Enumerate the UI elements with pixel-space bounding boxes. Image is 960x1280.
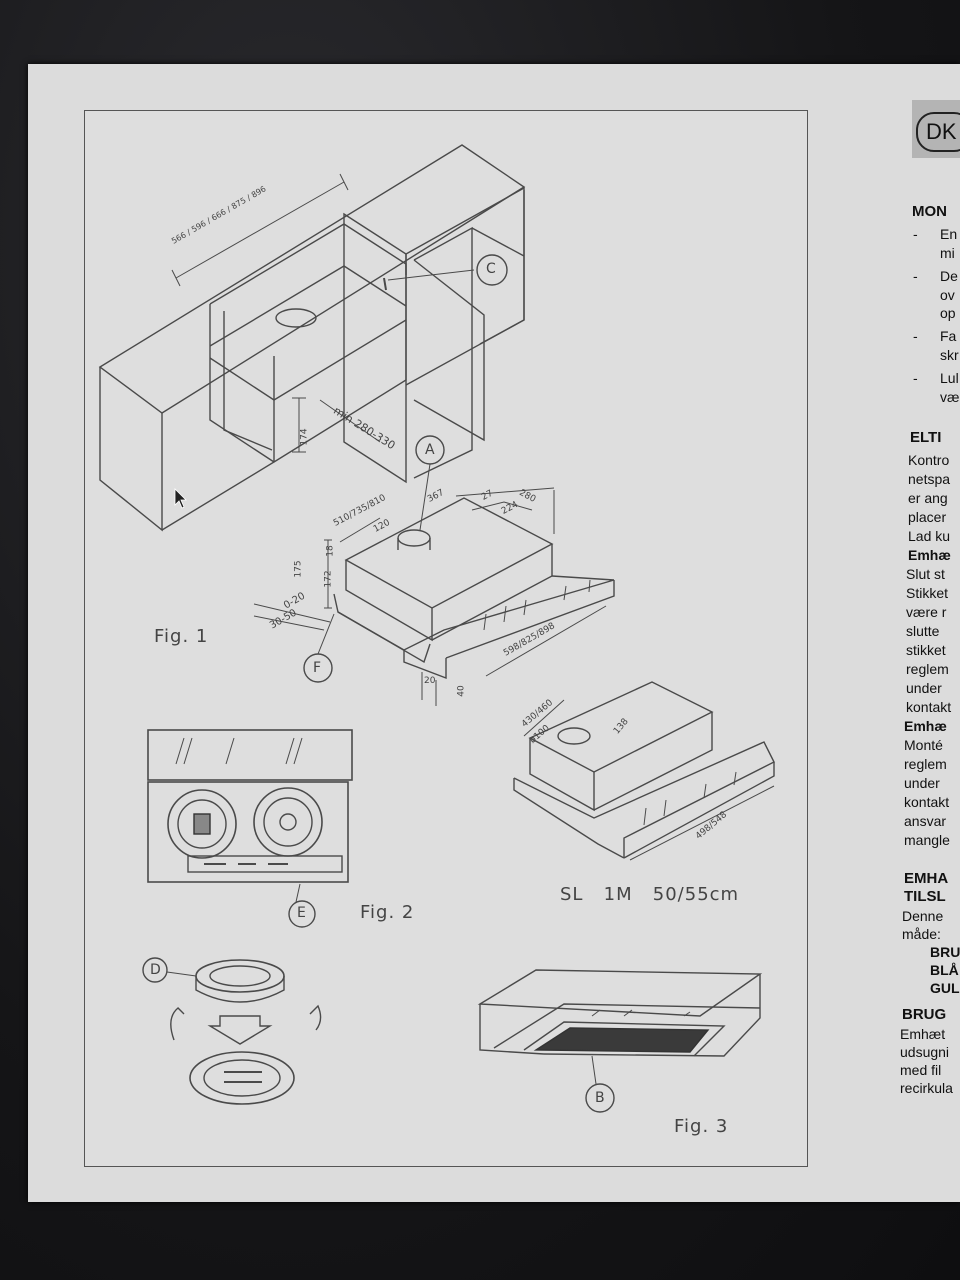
figure-panel [84, 110, 808, 1167]
elti-line-8: være r [906, 604, 947, 620]
fig1-label: Fig. 1 [154, 626, 209, 647]
fig1-cabinets-drawing [98, 144, 526, 532]
callout-b: B [595, 1090, 605, 1106]
bullet-3-line-2: skr [940, 347, 959, 363]
elti-line-5: Lad ku [908, 528, 951, 544]
tilsl-line-1: Denne [902, 908, 944, 924]
dim-20: 20 [424, 676, 436, 686]
bullet-dash-2: - [913, 268, 918, 284]
elti-line-17: kontakt [904, 794, 950, 810]
elti-line-9: slutte [906, 623, 940, 639]
bullet-dash-3: - [913, 328, 918, 344]
dim-18: 18 [325, 545, 336, 557]
bullet-dash-1: - [913, 226, 918, 242]
fig3-hood-drawing [477, 969, 763, 1113]
dim-40: 40 [456, 685, 467, 697]
mouse-cursor-icon [174, 488, 187, 509]
bullet-1-line-2: mi [940, 245, 955, 261]
brug-line-4: recirkula [900, 1080, 953, 1096]
fig2-hood-front-drawing [147, 729, 353, 928]
section-emha-heading: EMHA [904, 870, 949, 887]
elti-line-1: Kontro [908, 452, 950, 468]
callout-f: F [313, 660, 322, 676]
elti-line-4: placer [908, 509, 947, 525]
bullet-4-line-2: væ [940, 389, 960, 405]
model-label: SL 1M 50/55cm [560, 884, 740, 905]
elti-line-7: Stikket [906, 585, 949, 601]
filter-d-drawing [142, 957, 322, 1105]
dk-language-tag: DK [916, 112, 960, 152]
bullet-3-line-1: Fa [940, 328, 957, 344]
emhae-bold-1: Emhæ [908, 547, 951, 563]
brug-line-3: med fil [900, 1062, 942, 1078]
dim-174: 174 [299, 428, 310, 446]
installation-drawings [98, 144, 775, 1113]
elti-line-19: mangle [904, 832, 950, 848]
callout-d: D [150, 962, 161, 978]
elti-line-13: kontakt [906, 699, 952, 715]
elti-line-15: reglem [904, 756, 947, 772]
elti-line-14: Monté [904, 737, 943, 753]
brug-line-2: udsugni [900, 1044, 950, 1060]
elti-line-10: stikket [906, 642, 946, 658]
elti-line-11: reglem [906, 661, 949, 677]
emhae-bold-2: Emhæ [904, 718, 947, 734]
elti-line-12: under [906, 680, 942, 696]
fig1-hood-drawing [253, 487, 615, 706]
callout-a: A [425, 442, 435, 458]
callout-e: E [297, 905, 306, 921]
bullet-2-line-2: ov [940, 287, 955, 303]
bullet-1-line-1: En [940, 226, 958, 242]
callout-c: C [486, 261, 496, 277]
fig3-label: Fig. 3 [674, 1116, 729, 1137]
brug-line-1: Emhæt [900, 1026, 946, 1042]
bullet-4-line-1: Lul [940, 370, 959, 386]
section-mon-heading: MON [912, 203, 947, 220]
section-elti-heading: ELTI [910, 429, 942, 446]
elti-line-3: er ang [908, 490, 948, 506]
dim-175: 175 [293, 560, 304, 578]
bullet-2-line-1: De [940, 268, 958, 284]
tilsl-line-2: måde: [902, 926, 941, 942]
bullet-dash-4: - [913, 370, 918, 386]
fig2-label: Fig. 2 [360, 902, 415, 923]
wire-gul: GUL [930, 980, 960, 996]
wire-bru: BRU [930, 944, 960, 960]
dim-172: 172 [323, 570, 334, 588]
sl1m-hood-drawing [513, 681, 775, 861]
section-brug-heading: BRUG [902, 1006, 947, 1023]
bullet-2-line-3: op [940, 305, 956, 321]
elti-line-2: netspa [908, 471, 951, 487]
elti-line-16: under [904, 775, 940, 791]
elti-line-6: Slut st [906, 566, 945, 582]
elti-line-18: ansvar [904, 813, 947, 829]
section-tilsl-heading: TILSL [904, 888, 946, 905]
wire-bla: BLÅ [930, 962, 959, 978]
